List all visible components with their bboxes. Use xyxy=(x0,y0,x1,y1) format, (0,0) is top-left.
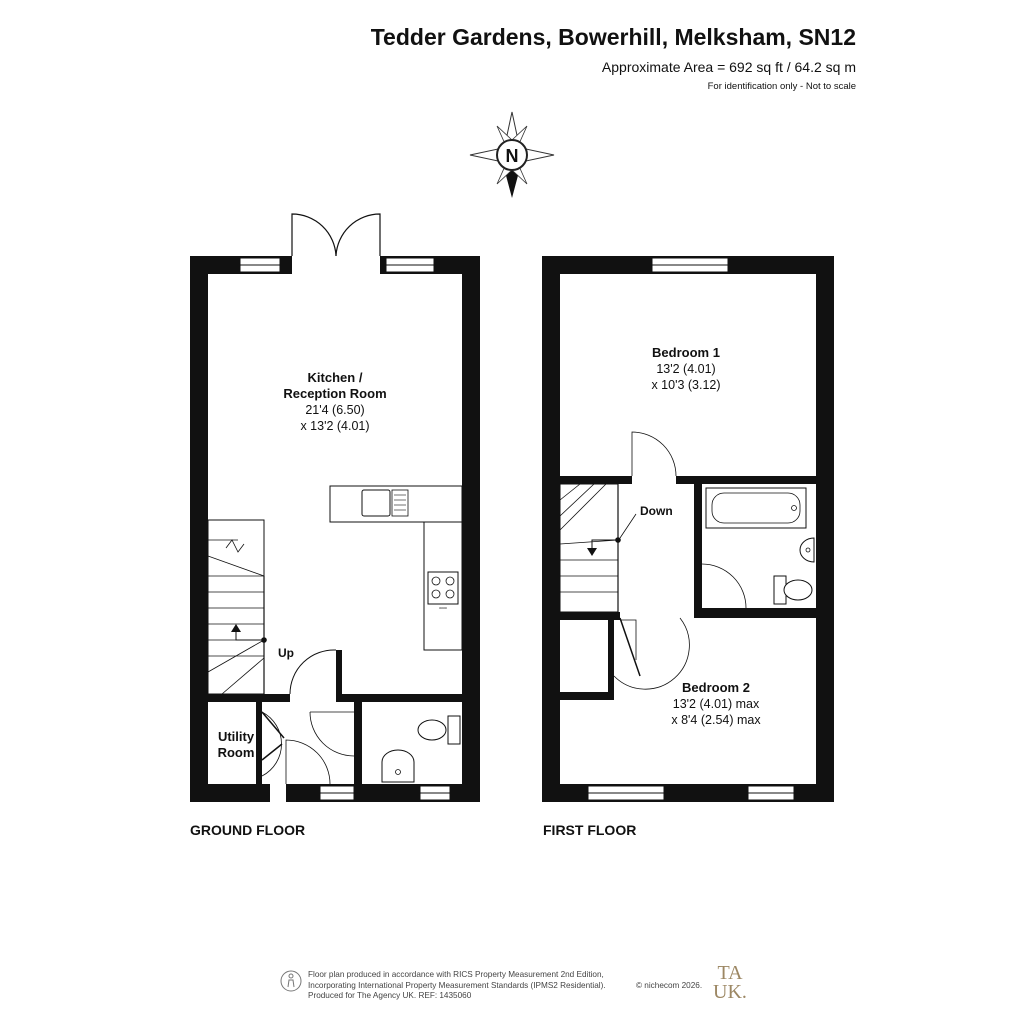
page-title: Tedder Gardens, Bowerhill, Melksham, SN1… xyxy=(370,24,856,50)
scale-note: For identification only - Not to scale xyxy=(707,81,856,92)
ground-floor-label: GROUND FLOOR xyxy=(190,822,305,838)
kitchen-dim1: 21'4 (6.50) xyxy=(305,403,364,417)
bedroom1-name: Bedroom 1 xyxy=(652,345,720,360)
utility-name-line1: Utility xyxy=(218,729,255,744)
bedroom2-dim2: x 8'4 (2.54) max xyxy=(671,713,761,727)
first-floor-plan: Down Bedroom 1 13'2 (4.01) x 10'3 (3.12)… xyxy=(542,256,834,838)
ground-floor-plan: oooo Up Kitchen / Reception Room 21'4 (6… xyxy=(190,213,480,838)
footer-line3: Produced for The Agency UK. REF: 1435060 xyxy=(308,991,472,1000)
ground-stairs xyxy=(207,519,267,695)
logo-line1: TA xyxy=(717,962,743,984)
bedroom1-dim1: 13'2 (4.01) xyxy=(656,362,715,376)
approximate-area: Approximate Area = 692 sq ft / 64.2 sq m xyxy=(601,59,856,75)
kitchen-name-line2: Reception Room xyxy=(283,386,386,401)
kitchen-dim2: x 13'2 (4.01) xyxy=(300,419,369,433)
rics-icon xyxy=(280,970,302,992)
footer-line2: Incorporating International Property Mea… xyxy=(308,980,606,990)
bedroom2-name: Bedroom 2 xyxy=(682,680,750,695)
utility-name-line2: Room xyxy=(218,745,255,760)
copyright: © nichecom 2026. xyxy=(636,981,703,990)
footer-line1: Floor plan produced in accordance with R… xyxy=(308,970,604,979)
first-floor-label: FIRST FLOOR xyxy=(543,822,636,838)
stairs-up-label: Up xyxy=(278,646,294,660)
kitchen-name-line1: Kitchen / xyxy=(308,370,363,385)
hob-label: oooo xyxy=(439,606,447,610)
first-stairs xyxy=(559,483,637,613)
footer-text: Floor plan produced in accordance with R… xyxy=(308,970,708,1002)
stairs-down-label: Down xyxy=(640,504,673,518)
compass-label: N xyxy=(506,146,519,166)
bedroom2-dim1: 13'2 (4.01) max xyxy=(673,697,760,711)
logo-line2: UK. xyxy=(713,981,747,1003)
agency-logo: TA UK. xyxy=(710,962,750,1004)
bedroom1-dim2: x 10'3 (3.12) xyxy=(651,378,720,392)
compass-icon: N xyxy=(469,111,555,198)
